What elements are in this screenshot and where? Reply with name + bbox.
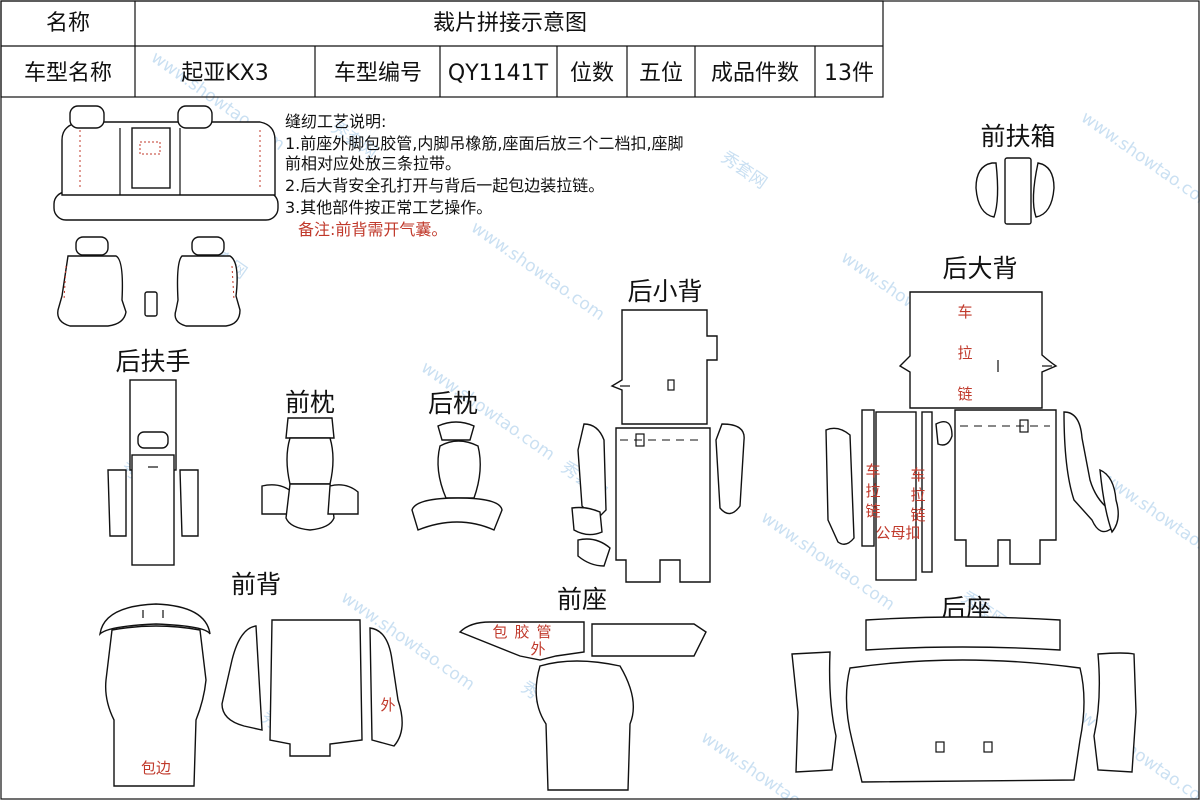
zipper-mark-2: 拉 bbox=[957, 344, 972, 362]
pieces-front-seat: 包 胶 管 外 bbox=[458, 621, 707, 791]
pieces-rear-pillow bbox=[411, 421, 503, 531]
watermark-site: www.showtao.com bbox=[467, 218, 608, 325]
wrap-tube-mark-3: 管 bbox=[536, 623, 551, 641]
seats-label: 位数 bbox=[570, 61, 614, 86]
pieces-rear-big-back: 车 拉 链 车 拉 链 车 拉 链 公母扣 bbox=[825, 291, 1119, 581]
label-rear-pillow: 后枕 bbox=[428, 389, 478, 418]
outer-mark-front-back: 外 bbox=[380, 696, 395, 714]
sheet-title: 裁片拼接示意图 bbox=[433, 11, 587, 36]
pieces-label: 成品件数 bbox=[711, 61, 799, 86]
pieces-front-armrest-box bbox=[975, 157, 1055, 225]
side-zipper-left-3: 链 bbox=[865, 502, 880, 520]
label-rear-small-back: 后小背 bbox=[627, 277, 702, 306]
pieces-rear-small-back bbox=[571, 309, 745, 583]
name-label: 名称 bbox=[46, 11, 90, 36]
zipper-mark-3: 链 bbox=[957, 385, 972, 403]
pieces-front-pillow bbox=[261, 417, 359, 531]
pieces-rear-seat bbox=[791, 616, 1137, 783]
pieces-rear-armrest bbox=[107, 379, 199, 566]
label-front-pillow: 前枕 bbox=[285, 388, 335, 417]
wrap-tube-mark-1: 包 bbox=[492, 623, 507, 641]
watermark-site: www.showtao.com bbox=[1077, 108, 1200, 215]
label-front-seat: 前座 bbox=[557, 585, 607, 614]
pieces-front-back: 包边 外 bbox=[99, 603, 403, 787]
sewing-notes: 缝纫工艺说明: 1.前座外脚包胶管,内脚吊橡筋,座面后放三个二档扣,座脚 前相对… bbox=[285, 112, 684, 239]
seats-value: 五位 bbox=[639, 61, 683, 86]
mother-zipper-mark: 公母扣 bbox=[875, 524, 920, 542]
model-code-value: QY1141T bbox=[448, 61, 549, 86]
header-table: 名称 裁片拼接示意图 车型名称 起亚KX3 车型编号 QY1141T 位数 五位… bbox=[0, 0, 884, 98]
model-name-value: 起亚KX3 bbox=[181, 61, 269, 86]
label-front-back: 前背 bbox=[231, 570, 281, 599]
wrap-tube-mark-2: 胶 bbox=[514, 623, 529, 641]
model-code-label: 车型编号 bbox=[334, 61, 422, 86]
notes-line-2: 前相对应处放三条拉带。 bbox=[285, 154, 461, 173]
watermark-brand: 秀套网 bbox=[717, 148, 770, 194]
side-zipper-right-3: 链 bbox=[910, 506, 925, 524]
zipper-mark-1: 车 bbox=[957, 303, 972, 321]
label-rear-armrest: 后扶手 bbox=[115, 347, 190, 376]
notes-heading: 缝纫工艺说明: bbox=[285, 112, 386, 131]
label-rear-big-back: 后大背 bbox=[942, 254, 1017, 283]
edge-binding-mark: 包边 bbox=[141, 759, 171, 777]
side-zipper-left-2: 拉 bbox=[865, 482, 880, 500]
seat-illustration bbox=[53, 105, 279, 327]
pieces-value: 13件 bbox=[824, 61, 874, 86]
model-name-label: 车型名称 bbox=[24, 61, 112, 86]
side-zipper-right-2: 拉 bbox=[910, 486, 925, 504]
side-zipper-left-1: 车 bbox=[865, 462, 880, 480]
notes-line-1: 1.前座外脚包胶管,内脚吊橡筋,座面后放三个二档扣,座脚 bbox=[285, 134, 684, 153]
notes-line-3: 2.后大背安全孔打开与背后一起包边装拉链。 bbox=[285, 176, 604, 195]
notes-remark: 备注:前背需开气囊。 bbox=[298, 220, 447, 239]
label-front-armrest-box: 前扶箱 bbox=[980, 122, 1055, 151]
side-zipper-right-1: 车 bbox=[910, 466, 925, 484]
outer-mark-front-seat: 外 bbox=[530, 640, 545, 658]
notes-line-4: 3.其他部件按正常工艺操作。 bbox=[285, 198, 492, 217]
